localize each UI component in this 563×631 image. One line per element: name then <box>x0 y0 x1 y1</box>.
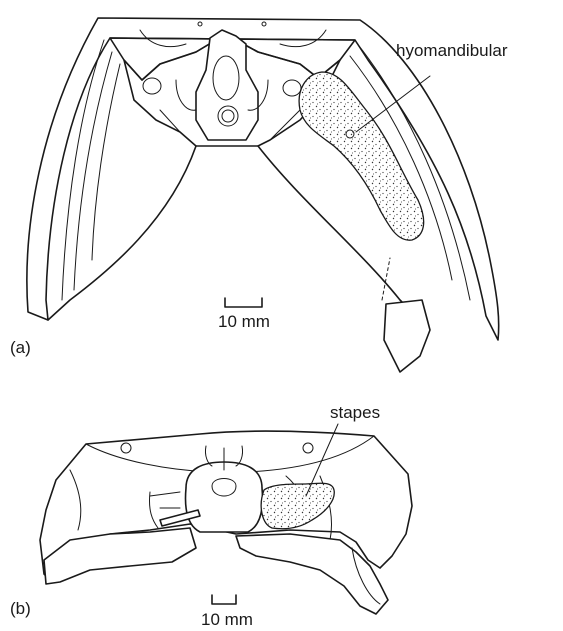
skull-a-otic-left <box>143 78 161 94</box>
skull-a-lower-jaw-left <box>48 146 196 320</box>
skull-b-roof-foramen-right <box>303 443 313 453</box>
hyomandibular-label: hyomandibular <box>396 41 508 60</box>
skull-a-mandible-tip <box>384 300 430 372</box>
skull-b-lower-jaw-right <box>236 534 388 614</box>
skull-a-roof-foramen-right <box>262 22 266 26</box>
hyomandibular-bone <box>299 72 424 240</box>
scale-label-a: 10 mm <box>218 312 270 331</box>
skull-b-roof-foramen-left <box>121 443 131 453</box>
skull-b-braincase <box>186 462 263 532</box>
scale-bar-a <box>225 298 262 307</box>
skull-a-left-cheek-lines <box>62 40 120 300</box>
skull-b-lower-jaw-left <box>44 528 196 584</box>
panel-b-drawing: stapes 10 mm (b) <box>10 403 412 629</box>
panel-a-drawing: hyomandibular 10 mm (a) <box>10 18 508 372</box>
scale-bar-b <box>212 595 236 604</box>
stapes-label: stapes <box>330 403 380 422</box>
skull-a-outer-outline <box>27 18 499 340</box>
stapes-bone <box>261 483 334 529</box>
skull-a-dashed-line <box>382 258 390 300</box>
skull-a-roof-foramen-left <box>198 22 202 26</box>
scale-label-b: 10 mm <box>201 610 253 629</box>
panel-b-label: (b) <box>10 599 31 618</box>
skull-a-otic-right <box>283 80 301 96</box>
panel-a-label: (a) <box>10 338 31 357</box>
hyomandibular-leader-line <box>356 76 430 132</box>
